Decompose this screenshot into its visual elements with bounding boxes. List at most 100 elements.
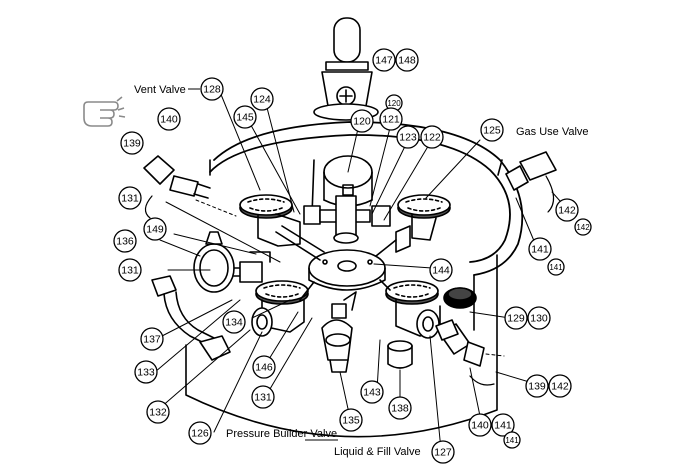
cap (387, 340, 413, 369)
manifold-plate (308, 249, 386, 291)
callout-140: 140 (157, 107, 181, 131)
callout-number: 131 (121, 265, 139, 277)
callout-circle (372, 48, 396, 72)
callout-145: 145 (233, 105, 257, 129)
callout-131: 131 (118, 186, 142, 210)
callout-number: 140 (160, 114, 178, 126)
callout-circle (140, 327, 164, 351)
pressure-builder-valve-label: Pressure Builder Valve (226, 428, 337, 440)
callout-number: 124 (253, 94, 271, 106)
callout-123: 123 (396, 125, 420, 149)
callout-139: 139 (120, 131, 144, 155)
hand-pointer-icon[interactable] (83, 96, 126, 127)
callout-121: 121 (379, 107, 403, 131)
callout-circle (118, 186, 142, 210)
callout-circle (360, 380, 384, 404)
callout-142: 142 (548, 374, 572, 398)
bottom-relief-valve (321, 291, 357, 373)
callout-circle (113, 229, 137, 253)
callout-circle (252, 355, 276, 379)
callout-number: 146 (255, 362, 273, 374)
callout-circle (157, 107, 181, 131)
callout-number: 127 (434, 447, 452, 459)
callout-number: 141 (505, 436, 519, 445)
callout-number: 141 (494, 420, 512, 432)
callout-number: 129 (507, 313, 525, 325)
callout-circle (525, 374, 549, 398)
callout-124: 124 (250, 87, 274, 111)
callout-number: 122 (423, 132, 441, 144)
callout-141: 141 (503, 431, 521, 449)
callout-number: 128 (203, 84, 221, 96)
callout-number: 134 (225, 317, 243, 329)
left-fittings (143, 155, 237, 219)
callout-circle (222, 310, 246, 334)
callout-circle (143, 217, 167, 241)
callout-number: 139 (123, 138, 141, 150)
callout-circle (395, 48, 419, 72)
callout-circle (188, 421, 212, 445)
callout-number: 143 (363, 387, 381, 399)
gas-use-valve-label: Gas Use Valve (516, 126, 589, 138)
callout-147: 147 (372, 48, 396, 72)
callout-circle (491, 413, 515, 437)
callout-number: 144 (432, 265, 450, 277)
tee-fitting (303, 195, 391, 244)
callout-148: 148 (395, 48, 419, 72)
callout-circle (528, 237, 552, 261)
callout-number: 130 (530, 313, 548, 325)
callout-number: 123 (399, 132, 417, 144)
callout-circle (503, 431, 521, 449)
callout-number: 120 (353, 116, 371, 128)
callout-circle (396, 125, 420, 149)
gas-use-valve-body (375, 194, 451, 257)
callout-138: 138 (388, 396, 412, 420)
callout-circle (527, 306, 551, 330)
callout-number: 142 (558, 205, 576, 217)
callout-number: 126 (191, 428, 209, 440)
callout-139: 139 (525, 374, 549, 398)
callout-126: 126 (188, 421, 212, 445)
assembly-linework (143, 17, 569, 451)
callout-circle (146, 400, 170, 424)
callout-number: 149 (146, 224, 164, 236)
liquid-fill-valve-label: Liquid & Fill Valve (334, 446, 421, 458)
callout-number: 137 (143, 334, 161, 346)
callout-circle (200, 77, 224, 101)
callout-125: 125 (480, 118, 504, 142)
callout-circle (420, 125, 444, 149)
liquid-fill-valve-body (379, 279, 441, 339)
callout-141: 141 (528, 237, 552, 261)
callout-circle (339, 408, 363, 432)
tank-outline (185, 159, 498, 438)
callout-number: 138 (391, 403, 409, 415)
callout-circle (118, 258, 142, 282)
pressure-gauge-left (193, 231, 271, 293)
callout-number: 121 (382, 114, 400, 126)
callout-number: 139 (528, 381, 546, 393)
callout-circle (480, 118, 504, 142)
callout-number: 147 (375, 55, 393, 67)
callout-143: 143 (360, 380, 384, 404)
vent-valve-body (239, 194, 325, 261)
relief-valve (313, 17, 379, 121)
callout-number: 145 (236, 112, 254, 124)
callout-140: 140 (468, 413, 492, 437)
callout-circle (120, 131, 144, 155)
callout-141: 141 (547, 258, 565, 276)
callout-136: 136 (113, 229, 137, 253)
callout-number: 141 (549, 263, 563, 272)
callout-number: 120 (387, 99, 401, 108)
callout-131: 131 (118, 258, 142, 282)
callout-141: 141 (491, 413, 515, 437)
ring-pipe-back-inner (213, 121, 524, 276)
callout-144: 144 (429, 258, 453, 282)
callout-number: 141 (531, 244, 549, 256)
callout-128: 128 (200, 77, 224, 101)
callout-circle (468, 413, 492, 437)
callout-120: 120 (350, 109, 374, 133)
callout-129: 129 (504, 306, 528, 330)
callout-131: 131 (251, 385, 275, 409)
